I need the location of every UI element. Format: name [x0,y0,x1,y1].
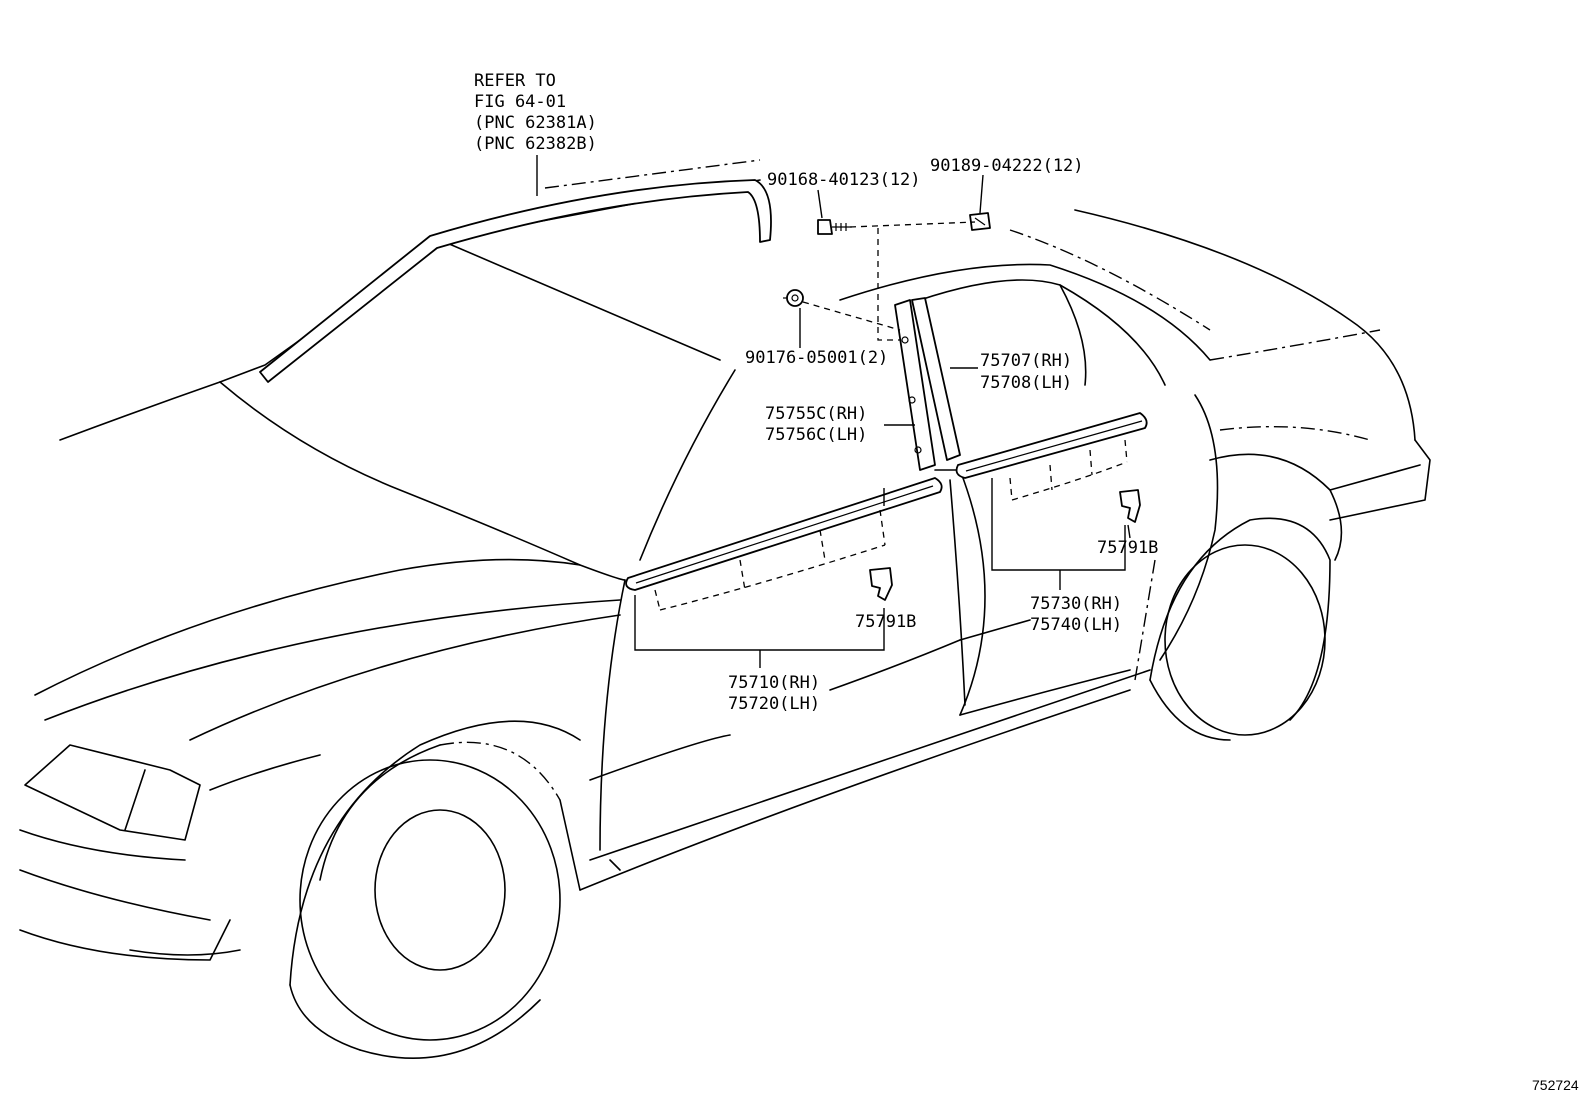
front-moulding-lh: 75720(LH) [728,694,820,714]
front-belt-moulding [625,477,943,611]
refer-line-4: (PNC 62382B) [474,134,597,154]
figure-number: 752724 [1532,1077,1579,1093]
clip-icon [969,212,991,231]
bolt-icon [817,219,852,235]
front-retainer-clip-icon [869,567,893,601]
front-clip-part-number: 75791B [855,612,916,632]
rear-moulding-lh: 75740(LH) [1030,615,1122,635]
front-moulding-rh: 75710(RH) [728,673,820,693]
grommet-part-number: 90176-05001(2) [745,348,888,368]
pillar-trim [911,297,961,461]
leader-lines [536,155,1131,668]
refer-line-2: FIG 64-01 [474,92,566,112]
clip-part-number: 90189-04222(12) [930,156,1084,176]
rear-moulding-rh: 75730(RH) [1030,594,1122,614]
center-pillar-garnish [894,299,936,471]
callout-labels: REFER TO FIG 64-01 (PNC 62381A) (PNC 623… [474,71,1579,1093]
pillar-garnish-rh: 75755C(RH) [765,404,867,424]
refer-line-1: REFER TO [474,71,556,91]
refer-line-3: (PNC 62381A) [474,113,597,133]
rear-belt-moulding [955,412,1148,501]
pillar-garnish-lh: 75756C(LH) [765,425,867,445]
grommet-icon [783,289,804,307]
rear-retainer-clip-icon [1119,489,1141,523]
pillar-trim-rh: 75707(RH) [980,351,1072,371]
bolt-part-number: 90168-40123(12) [767,170,921,190]
car-body-outline [19,159,1431,1059]
roof-drip-moulding [259,179,772,383]
rear-clip-part-number: 75791B [1097,538,1158,558]
pillar-trim-lh: 75708(LH) [980,373,1072,393]
